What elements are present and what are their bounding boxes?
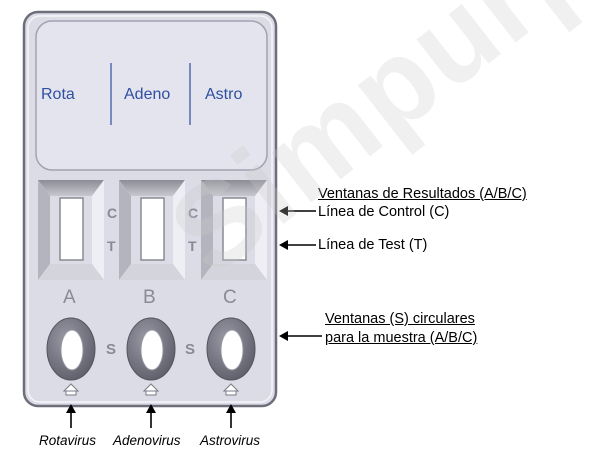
test-mark-2: T [188, 238, 197, 254]
arrow-sample-windows [279, 331, 322, 341]
result-window-a [38, 180, 104, 280]
sample-windows-label-1: Ventanas (S) circulares [325, 311, 475, 327]
result-windows-title: Ventanas de Resultados (A/B/C) [318, 186, 527, 202]
control-line-label: Línea de Control (C) [318, 204, 450, 220]
label-adeno: Adeno [124, 86, 171, 103]
control-mark-1: C [107, 205, 118, 221]
test-mark-1: T [107, 238, 116, 254]
sample-mark-1: S [106, 341, 117, 358]
label-rota: Rota [41, 86, 75, 103]
sample-letter-a: A [63, 287, 76, 308]
sample-well-c [206, 317, 256, 396]
sample-well-b [126, 317, 176, 396]
virus-label-adenovirus: Adenovirus [113, 433, 181, 448]
sample-letter-b: B [143, 287, 156, 308]
arrow-rotavirus [66, 404, 76, 428]
label-panel [35, 20, 268, 171]
control-mark-2: C [188, 205, 199, 221]
sample-well-a [46, 317, 96, 396]
result-window-c [201, 180, 267, 280]
arrow-adenovirus [146, 404, 156, 428]
sample-windows-label-2: para la muestra (A/B/C) [325, 330, 478, 346]
test-line-label: Línea de Test (T) [318, 237, 428, 253]
virus-label-astrovirus: Astrovirus [200, 433, 261, 448]
arrow-result-windows [279, 206, 316, 216]
arrow-astrovirus [226, 404, 236, 428]
label-astro: Astro [205, 86, 243, 103]
result-window-b [119, 180, 185, 280]
sample-letter-c: C [223, 287, 237, 308]
sample-mark-2: S [185, 341, 196, 358]
virus-label-rotavirus: Rotavirus [39, 433, 97, 448]
arrow-test-line [279, 240, 316, 250]
